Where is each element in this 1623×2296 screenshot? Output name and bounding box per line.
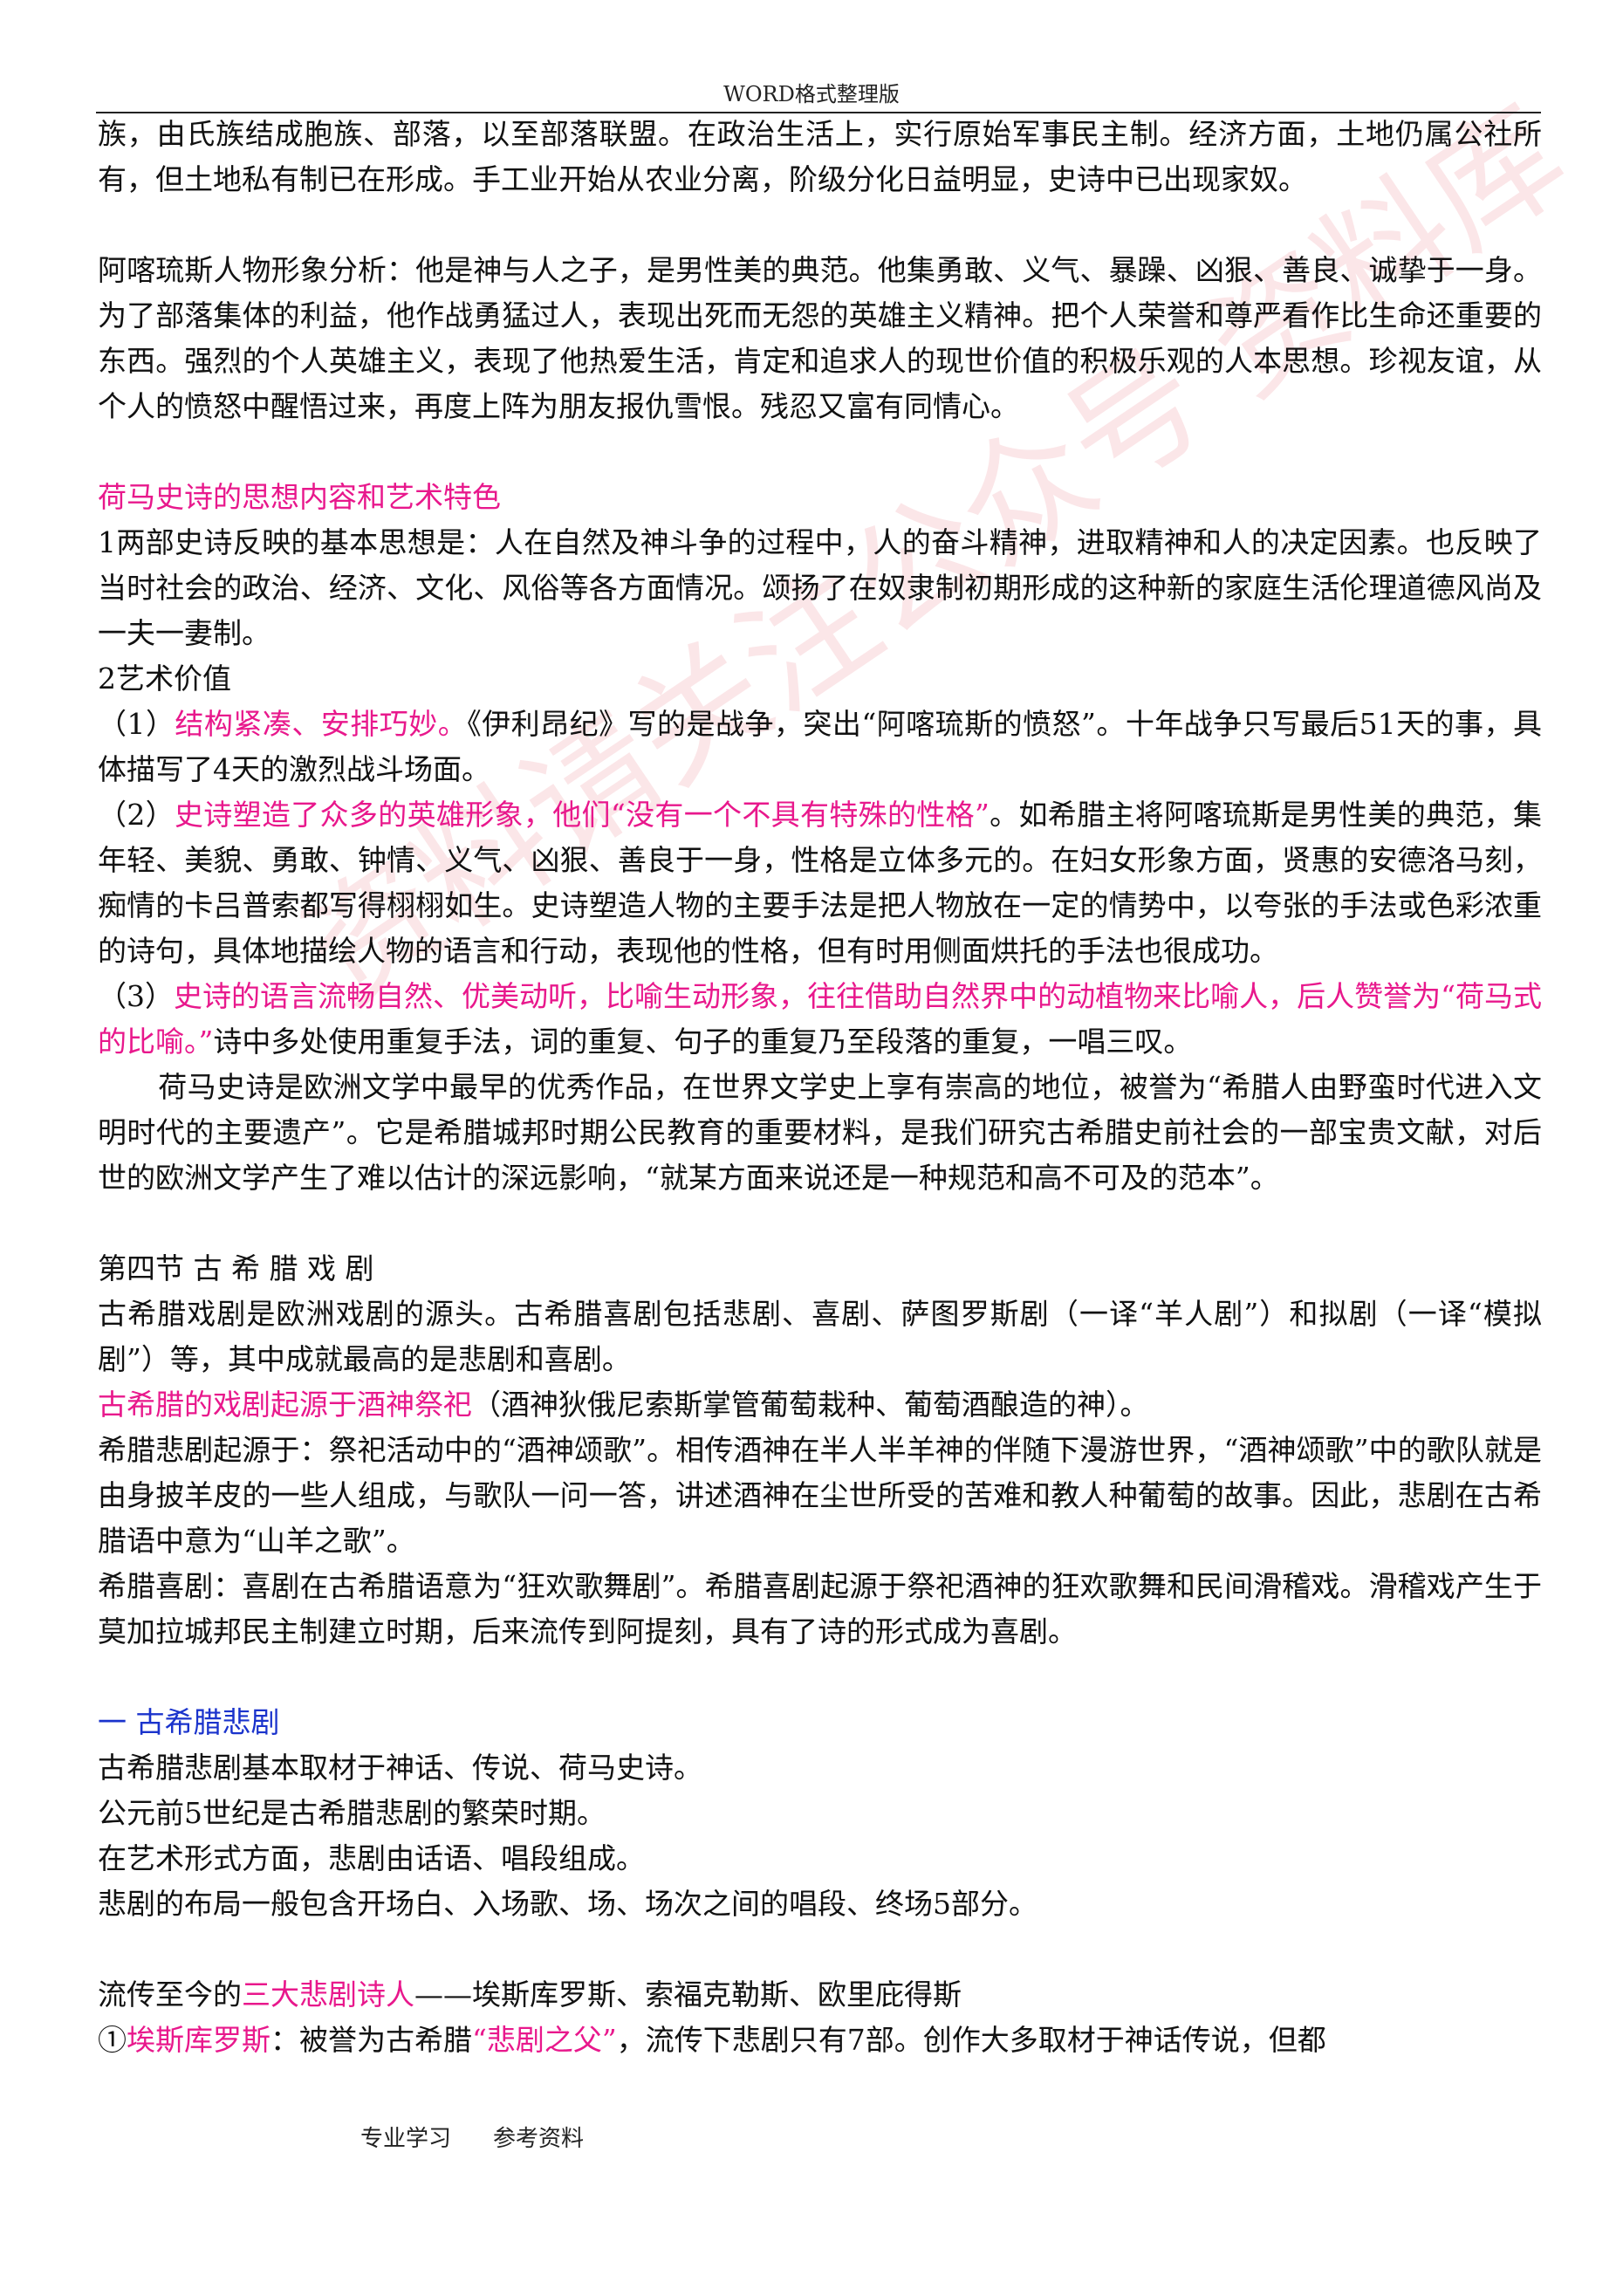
body-text: 。如希腊主将阿喀琉斯是男性美的典范，集年轻、美貌、勇敢、钟情、义气、凶狠、善良于… (98, 798, 1543, 968)
highlight-text: 埃斯库罗斯 (127, 2023, 270, 2057)
page-footer: 专业学习 参考资料 (360, 2121, 626, 2153)
body-text: 诗中多处使用重复手法，词的重复、句子的重复乃至段落的重复，一唱三叹。 (213, 1025, 1193, 1059)
paragraph: 古希腊悲剧基本取材于神话、传说、荷马史诗。 (98, 1751, 702, 1785)
paragraph: 希腊悲剧起源于：祭祀活动中的“酒神颂歌”。相传酒神在半人半羊神的伴随下漫游世界，… (98, 1433, 1542, 1558)
paragraph: 希腊喜剧：喜剧在古希腊语意为“狂欢歌舞剧”。希腊喜剧起源于祭祀酒神的狂欢歌舞和民… (98, 1569, 1542, 1648)
paragraph: 荷马史诗是欧洲文学中最早的优秀作品，在世界文学史上享有崇高的地位，被誉为“希腊人… (98, 1070, 1542, 1195)
page-header-title: WORD格式整理版 (723, 82, 900, 106)
highlight-text: 三大悲剧诗人 (242, 1977, 414, 2012)
footer-left: 专业学习 (360, 2126, 452, 2152)
paragraph: 古希腊的戏剧起源于酒神祭祀（酒神狄俄尼索斯掌管葡萄栽种、葡萄酒酿造的神）。 (98, 1382, 1542, 1428)
paragraph: 族，由氏族结成胞族、部落，以至部落联盟。在政治生活上，实行原始军事民主制。经济方… (98, 117, 1542, 196)
list-marker: （1） (98, 707, 175, 741)
section-heading: 荷马史诗的思想内容和艺术特色 (98, 480, 501, 514)
paragraph: （3）史诗的语言流畅自然、优美动听，比喻生动形象，往往借助自然界中的动植物来比喻… (98, 974, 1542, 1065)
paragraph: 在艺术形式方面，悲剧由话语、唱段组成。 (98, 1841, 645, 1875)
body-text: （酒神狄俄尼索斯掌管葡萄栽种、葡萄酒酿造的神）。 (472, 1388, 1149, 1422)
body-text: ：被誉为古希腊 (270, 2023, 472, 2057)
highlight-text: “悲剧之父” (472, 2023, 617, 2057)
subsection-heading: 一 古希腊悲剧 (98, 1705, 280, 1739)
body-text: 《伊利昂纪》写的是战争，突出“阿喀琉斯的愤怒”。十年战争只写最后51天的事，具体… (98, 707, 1543, 786)
paragraph: （2）史诗塑造了众多的英雄形象，他们“没有一个不具有特殊的性格”。如希腊主将阿喀… (98, 792, 1542, 974)
body-text: 流传至今的 (98, 1977, 242, 2012)
paragraph: 公元前5世纪是古希腊悲剧的繁荣时期。 (98, 1796, 606, 1830)
list-marker: （2） (98, 798, 175, 832)
list-marker: ① (98, 2023, 127, 2057)
paragraph: 悲剧的布局一般包含开场白、入场歌、场、场次之间的唱段、终场5部分。 (98, 1887, 1037, 1921)
paragraph-achilles: 阿喀琉斯人物形象分析：他是神与人之子，是男性美的典范。他集勇敢、义气、暴躁、凶狠… (98, 253, 1542, 423)
document-body: 族，由氏族结成胞族、部落，以至部落联盟。在政治生活上，实行原始军事民主制。经济方… (98, 112, 1542, 2063)
list-marker: （3） (98, 979, 175, 1013)
paragraph: 2艺术价值 (98, 661, 231, 696)
highlight-text: 结构紧凑、安排巧妙。 (175, 707, 468, 741)
paragraph: 古希腊戏剧是欧洲戏剧的源头。古希腊喜剧包括悲剧、喜剧、萨图罗斯剧（一译“羊人剧”… (98, 1297, 1542, 1376)
section-heading: 第四节 古 希 腊 戏 剧 (98, 1251, 374, 1285)
body-text: ，流传下悲剧只有7部。创作大多取材于神话传说，但都 (616, 2023, 1326, 2057)
body-text: ——埃斯库罗斯、索福克勒斯、欧里庇得斯 (414, 1977, 962, 2012)
paragraph: ①埃斯库罗斯：被誉为古希腊“悲剧之父”，流传下悲剧只有7部。创作大多取材于神话传… (98, 2018, 1542, 2063)
header-rule (96, 112, 1541, 113)
highlight-text: 史诗塑造了众多的英雄形象，他们“没有一个不具有特殊的性格” (174, 798, 990, 832)
paragraph: 1两部史诗反映的基本思想是：人在自然及神斗争的过程中，人的奋斗精神，进取精神和人… (98, 525, 1542, 650)
paragraph: （1）结构紧凑、安排巧妙。《伊利昂纪》写的是战争，突出“阿喀琉斯的愤怒”。十年战… (98, 702, 1542, 792)
footer-right: 参考资料 (493, 2126, 585, 2152)
paragraph: 流传至今的三大悲剧诗人——埃斯库罗斯、索福克勒斯、欧里庇得斯 (98, 1972, 1542, 2018)
highlight-text: 史诗的语言流畅自然、优美动听，比喻生动形象，往往借助自然界中的动植物来比喻人，后… (98, 979, 1543, 1059)
highlight-text: 古希腊的戏剧起源于酒神祭祀 (98, 1388, 472, 1422)
